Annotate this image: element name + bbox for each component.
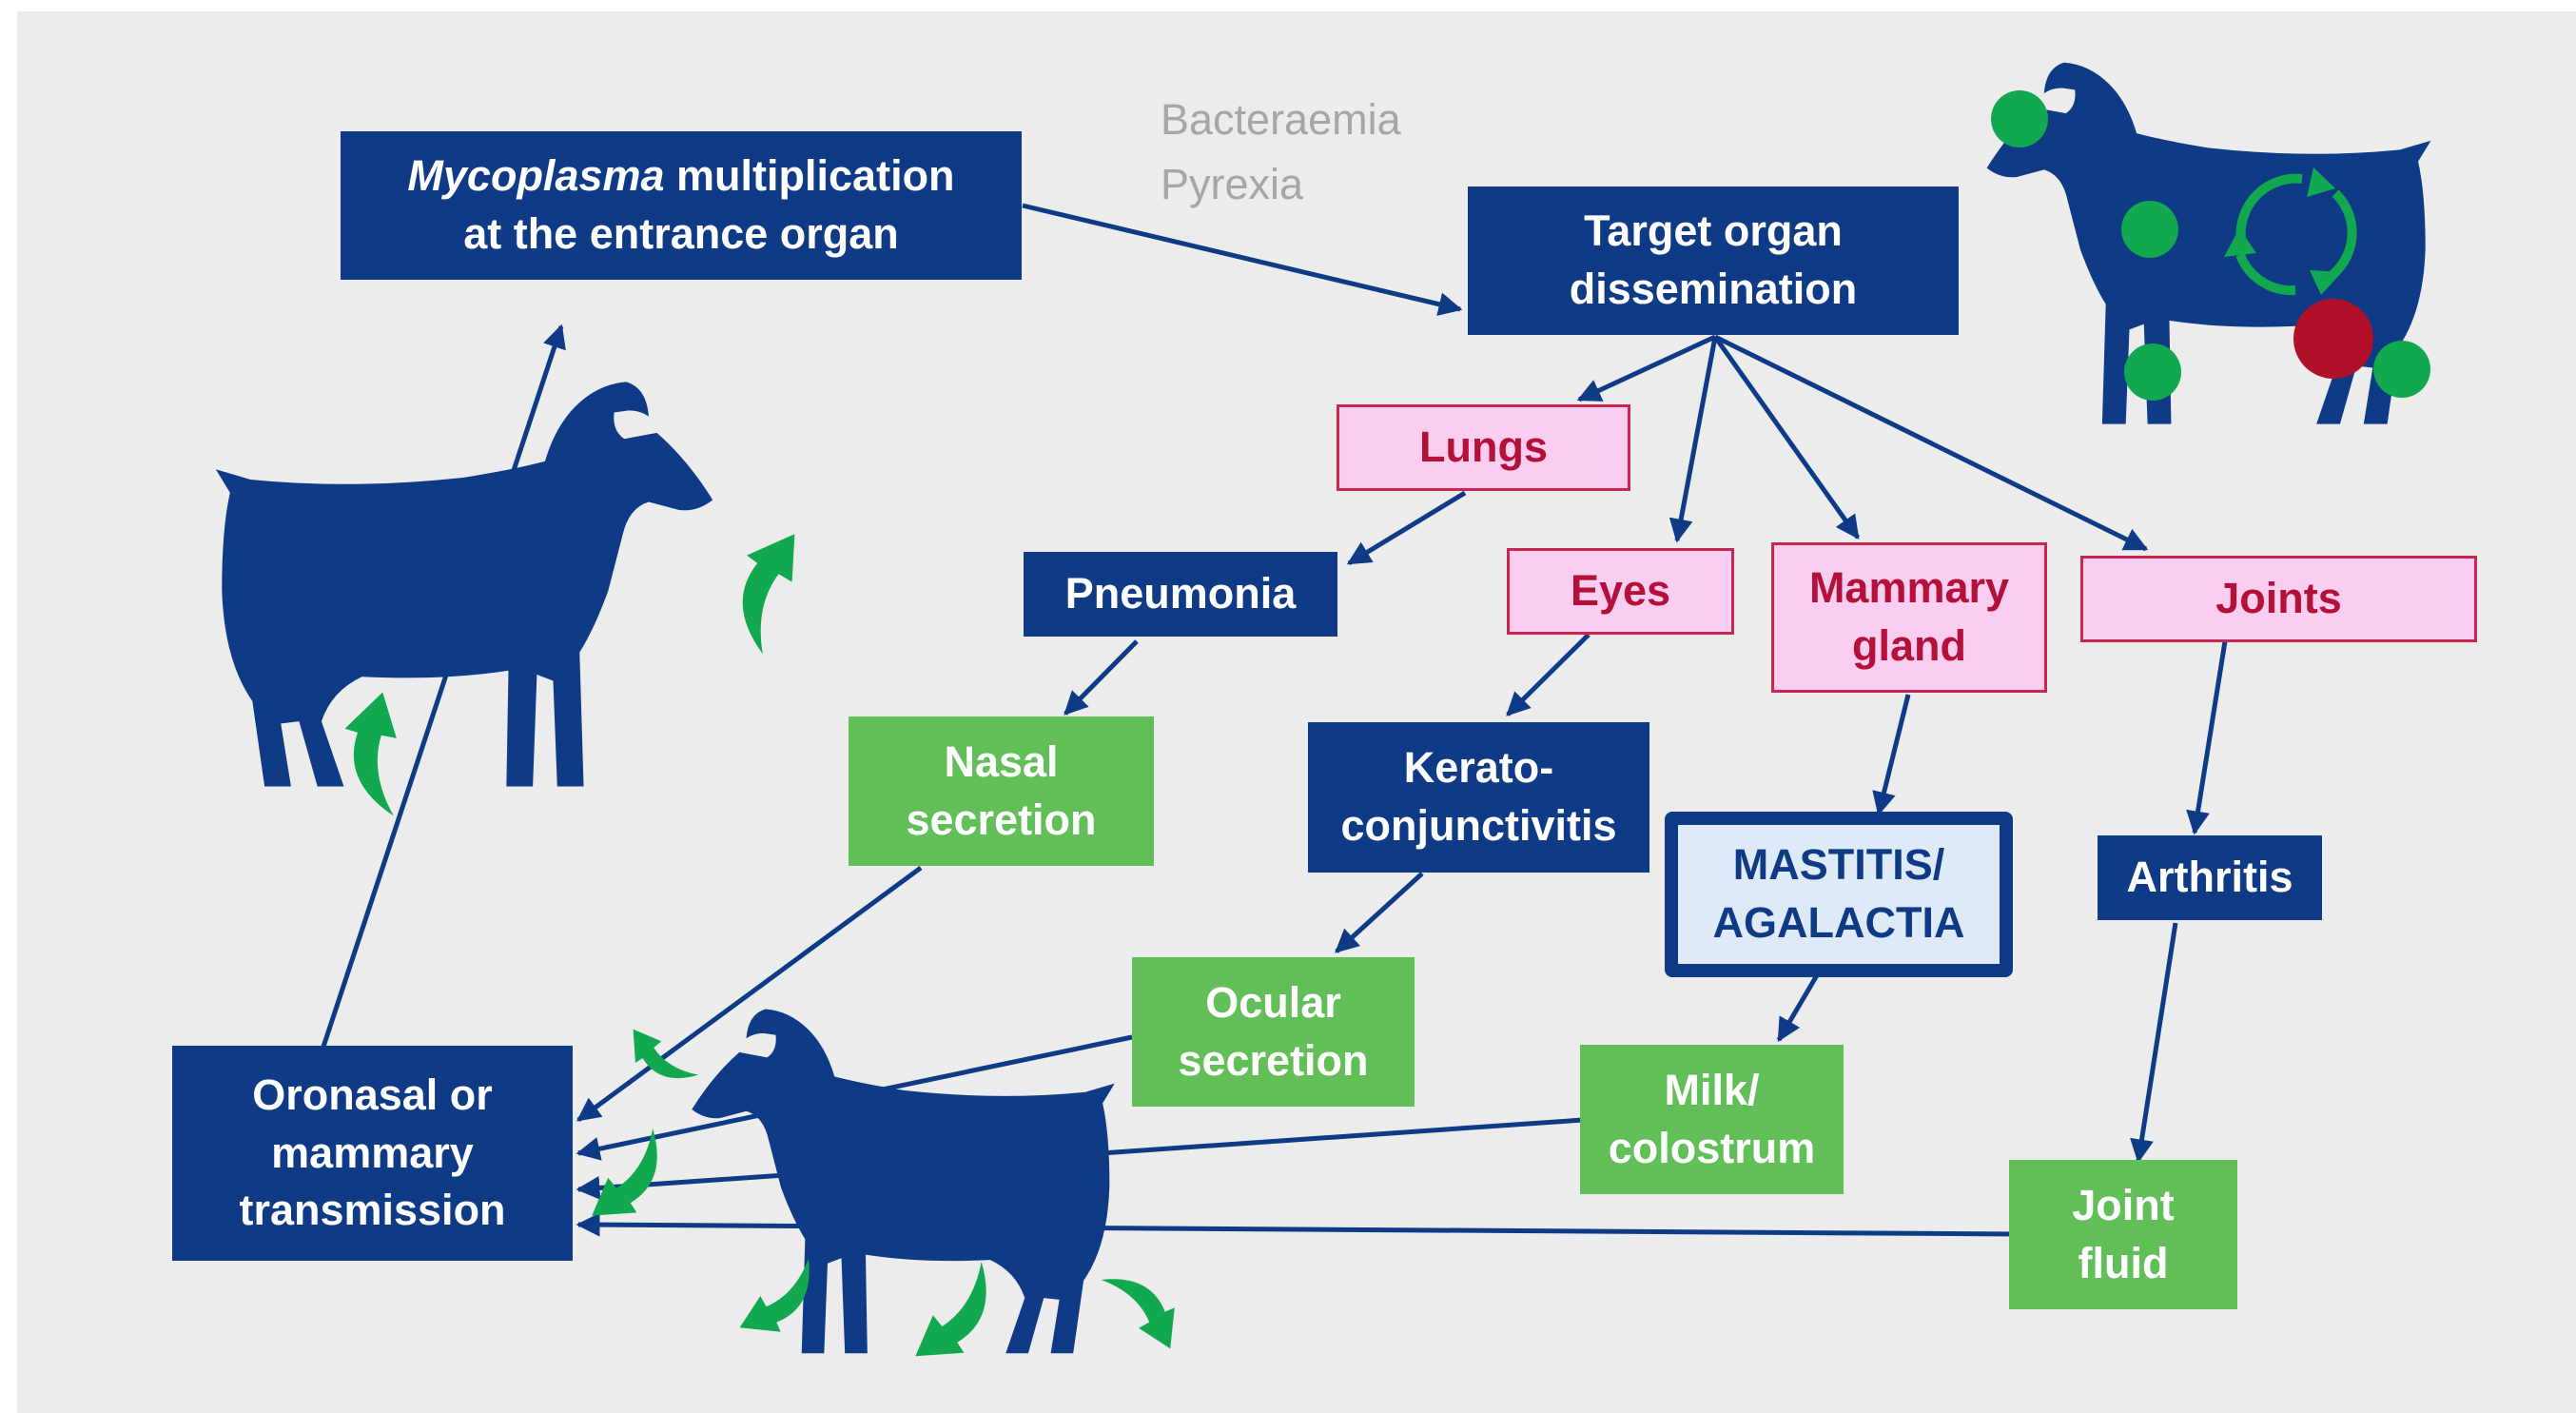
green-arrow-udder-icon: [334, 693, 424, 823]
arthritis-box: Arthritis: [2098, 835, 2322, 920]
arrow-pneumonia-to-nasal: [1065, 641, 1137, 714]
arrow-kerato-to-ocular: [1337, 873, 1422, 952]
arrow-jointfluid-to-transmission: [578, 1225, 2017, 1234]
arrow-entrance-to-dissemination: [1023, 206, 1460, 309]
nasal-line1: Nasal: [906, 734, 1096, 792]
multiplication-label: multiplication: [665, 151, 955, 200]
joints-box: Joints: [2080, 556, 2477, 642]
arrow-mastitis-to-milk: [1779, 975, 1817, 1040]
entrance-organ-box: Mycoplasma multiplication at the entranc…: [341, 131, 1022, 280]
systemic-signs-label: Bacteraemia Pyrexia: [1161, 88, 1401, 216]
green-arrow-mouth-icon: [743, 534, 795, 654]
green-arrow-bottom-5-icon: [1088, 1266, 1190, 1349]
green-arrow-bottom-4-icon: [915, 1251, 999, 1372]
arrow-dissemination-to-mammary: [1715, 337, 1858, 538]
bacteraemia-label: Bacteraemia: [1161, 88, 1401, 152]
entrance-organ-line2: at the entrance organ: [407, 206, 954, 264]
joint-fluid-line2: fluid: [2072, 1235, 2175, 1293]
dissemination-dot-chest-icon: [2121, 201, 2178, 258]
transmission-line2: mammary: [239, 1125, 505, 1183]
goat-topright-icon: [1987, 63, 2431, 424]
lungs-box: Lungs: [1337, 404, 1630, 491]
arrow-mammary-to-mastitis: [1879, 695, 1908, 814]
goat-bottom-icon: [692, 1009, 1115, 1353]
mastitis-line1: MASTITIS/: [1713, 836, 1965, 894]
joint-fluid-line1: Joint: [2072, 1177, 2175, 1235]
joint-fluid-box: Joint fluid: [2009, 1160, 2237, 1309]
eyes-label: Eyes: [1571, 562, 1670, 620]
ocular-secretion-box: Ocular secretion: [1132, 957, 1415, 1107]
dissemination-dot-head-icon: [1991, 90, 2048, 147]
milk-line2: colostrum: [1609, 1120, 1816, 1178]
ocular-line1: Ocular: [1178, 974, 1368, 1032]
kerato-line2: conjunctivitis: [1340, 797, 1616, 855]
milk-line1: Milk/: [1609, 1062, 1816, 1120]
transmission-line3: transmission: [239, 1182, 505, 1240]
arthritis-label: Arthritis: [2126, 849, 2293, 907]
arrow-lungs-to-pneumonia: [1349, 493, 1465, 563]
pneumonia-label: Pneumonia: [1065, 565, 1297, 623]
arrow-arthritis-to-jointfluid: [2138, 923, 2176, 1161]
mastitis-line2: AGALACTIA: [1713, 894, 1965, 952]
lungs-label: Lungs: [1419, 419, 1548, 477]
pneumonia-box: Pneumonia: [1024, 552, 1337, 637]
dissemination-box: Target organ dissemination: [1468, 186, 1959, 335]
udder-infection-dot-icon: [2293, 299, 2373, 379]
kerato-line1: Kerato-: [1340, 739, 1616, 797]
mammary-line1: Mammary: [1809, 559, 2009, 618]
mycoplasma-italic-label: Mycoplasma: [407, 151, 664, 200]
goat-left-icon: [216, 382, 712, 786]
transmission-box: Oronasal or mammary transmission: [172, 1046, 573, 1261]
arrow-dissemination-to-eyes: [1677, 337, 1715, 540]
pyrexia-label: Pyrexia: [1161, 152, 1401, 217]
arrow-joints-to-arthritis: [2195, 641, 2225, 833]
ocular-line2: secretion: [1178, 1032, 1368, 1090]
dissemination-line2: dissemination: [1570, 261, 1858, 319]
dissemination-dot-hindleg-icon: [2373, 341, 2430, 398]
eyes-box: Eyes: [1507, 548, 1734, 635]
milk-colostrum-box: Milk/ colostrum: [1580, 1045, 1844, 1194]
keratoconjunctivitis-box: Kerato- conjunctivitis: [1308, 722, 1649, 873]
arrow-eyes-to-kerato: [1508, 635, 1589, 715]
joints-label: Joints: [2215, 570, 2342, 628]
mammary-line2: gland: [1809, 618, 2009, 676]
nasal-secretion-box: Nasal secretion: [849, 716, 1154, 866]
transmission-line1: Oronasal or: [239, 1067, 505, 1125]
mastitis-agalactia-box: MASTITIS/ AGALACTIA: [1665, 812, 2013, 977]
arrow-dissemination-to-lungs: [1579, 337, 1715, 400]
nasal-line2: secretion: [906, 792, 1096, 850]
mammary-gland-box: Mammary gland: [1771, 542, 2047, 693]
dissemination-line1: Target organ: [1570, 203, 1858, 261]
arrow-dissemination-to-joints: [1715, 337, 2146, 549]
dissemination-dot-foreleg-icon: [2124, 343, 2181, 401]
